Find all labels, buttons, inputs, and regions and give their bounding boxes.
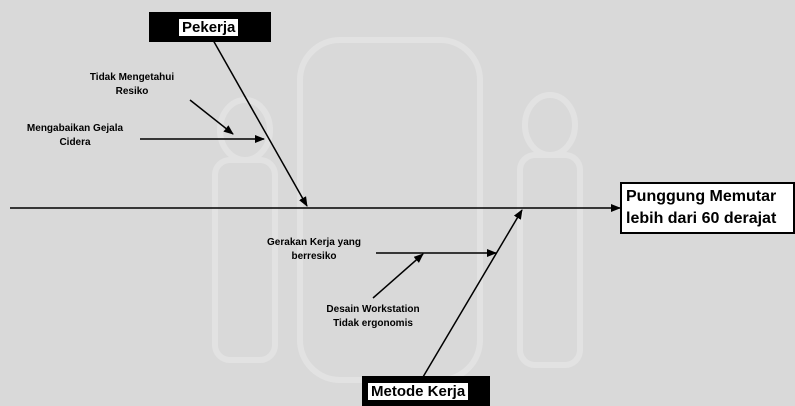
bottom-bone-line bbox=[423, 210, 522, 377]
bottom-cause-2-arrow bbox=[373, 254, 423, 298]
category-label-pekerja: Pekerja bbox=[179, 19, 238, 36]
effect-line-1: Punggung Memutar bbox=[626, 186, 789, 208]
top-bone-line bbox=[213, 40, 307, 206]
cause-tidak-mengetahui-resiko: Tidak Mengetahui Resiko bbox=[72, 71, 192, 99]
top-cause-1-arrow bbox=[190, 100, 233, 134]
cause-desain-workstation: Desain Workstation Tidak ergonomis bbox=[318, 303, 428, 331]
cause-mengabaikan-gejala-cidera: Mengabaikan Gejala Cidera bbox=[10, 122, 140, 150]
effect-line-2: lebih dari 60 derajat bbox=[626, 208, 789, 230]
category-box-metode-kerja: Metode Kerja bbox=[362, 376, 490, 406]
effect-box: Punggung Memutar lebih dari 60 derajat bbox=[620, 182, 795, 234]
category-label-metode-kerja: Metode Kerja bbox=[368, 383, 468, 400]
category-box-pekerja: Pekerja bbox=[149, 12, 271, 42]
cause-gerakan-kerja-berresiko: Gerakan Kerja yang berresiko bbox=[252, 236, 376, 264]
